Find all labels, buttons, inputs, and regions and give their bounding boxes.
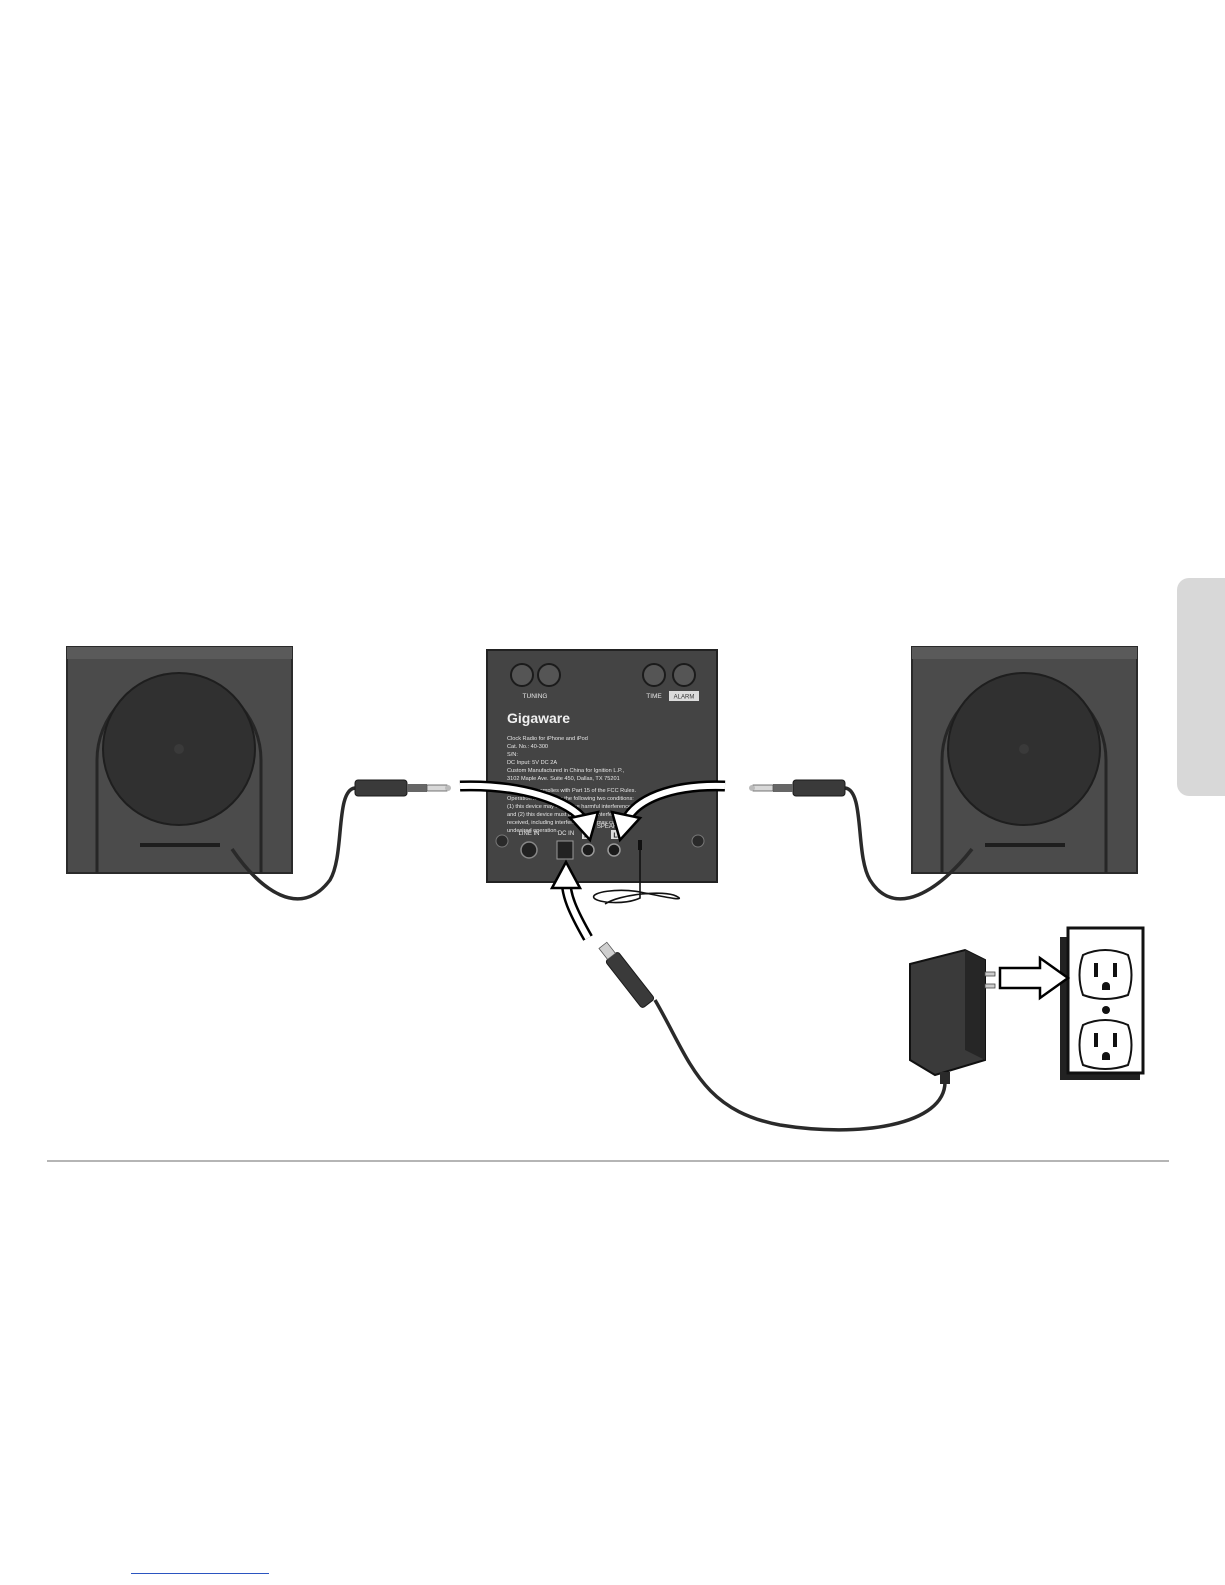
footer-link-underline[interactable]: [131, 1573, 269, 1574]
tuning-label: TUNING: [523, 693, 548, 700]
label-line: DC Input: 5V DC 2A: [507, 760, 557, 766]
fm-antenna-wire: [593, 850, 680, 905]
label-line: S/N:: [507, 752, 518, 758]
alarm-label: ALARM: [674, 695, 695, 701]
right-speaker-cable: [749, 779, 974, 901]
label-line: This device complies with Part 15 of the…: [507, 788, 636, 794]
alarm-button: [672, 663, 696, 687]
label-line: 3102 Maple Ave. Suite 450, Dallas, TX 75…: [507, 776, 620, 782]
left-speaker-cable: [230, 779, 451, 901]
ac-power-adapter: [909, 948, 996, 1084]
label-line: received, including interference that ma…: [507, 820, 624, 826]
speaker-label: SPEAKER: [597, 824, 626, 830]
time-label: TIME: [646, 693, 662, 700]
section-side-tab: [1177, 578, 1225, 796]
left-speaker: [66, 646, 293, 874]
right-speaker-plug: [792, 779, 846, 797]
tuning-down-button: [510, 663, 534, 687]
arrow-left-speaker-to-r-jack: [459, 780, 600, 843]
right-speaker: [911, 646, 1138, 874]
dc-in-jack: [556, 840, 574, 860]
power-adapter-cable: [598, 941, 947, 1132]
speaker-l-jack: [607, 843, 621, 857]
line-in-label: LINE IN: [518, 831, 539, 837]
label-line: undesired operation.: [507, 828, 558, 834]
time-button: [642, 663, 666, 687]
speaker-r-jack: [581, 843, 595, 857]
label-line: Cat. No.: 40-300: [507, 744, 548, 750]
wall-outlet: [1060, 926, 1145, 1080]
arrow-adapter-to-dc-in: [549, 859, 593, 941]
arrow-adapter-to-outlet: [998, 955, 1071, 1001]
label-line: and (2) this device must accept any inte…: [507, 812, 626, 818]
arrow-right-speaker-to-l-jack: [610, 780, 726, 843]
left-speaker-plug: [354, 779, 408, 797]
tuning-up-button: [537, 663, 561, 687]
line-in-jack: [520, 841, 538, 859]
dc-in-label: DC IN: [558, 831, 574, 837]
label-line: Operation is subject to the following tw…: [507, 796, 634, 802]
speaker-l-label: L: [613, 833, 618, 840]
dc-barrel-plug: [605, 952, 655, 1008]
brand-logo: Gigaware: [507, 710, 570, 726]
label-line: Custom Manufactured in China for Ignitio…: [507, 768, 625, 774]
clock-radio-back-panel: TUNING TIME ALARM Gigaware Clock Radio f…: [486, 649, 718, 883]
footer-divider: [47, 1160, 1169, 1162]
label-line: Clock Radio for iPhone and iPod: [507, 736, 588, 742]
